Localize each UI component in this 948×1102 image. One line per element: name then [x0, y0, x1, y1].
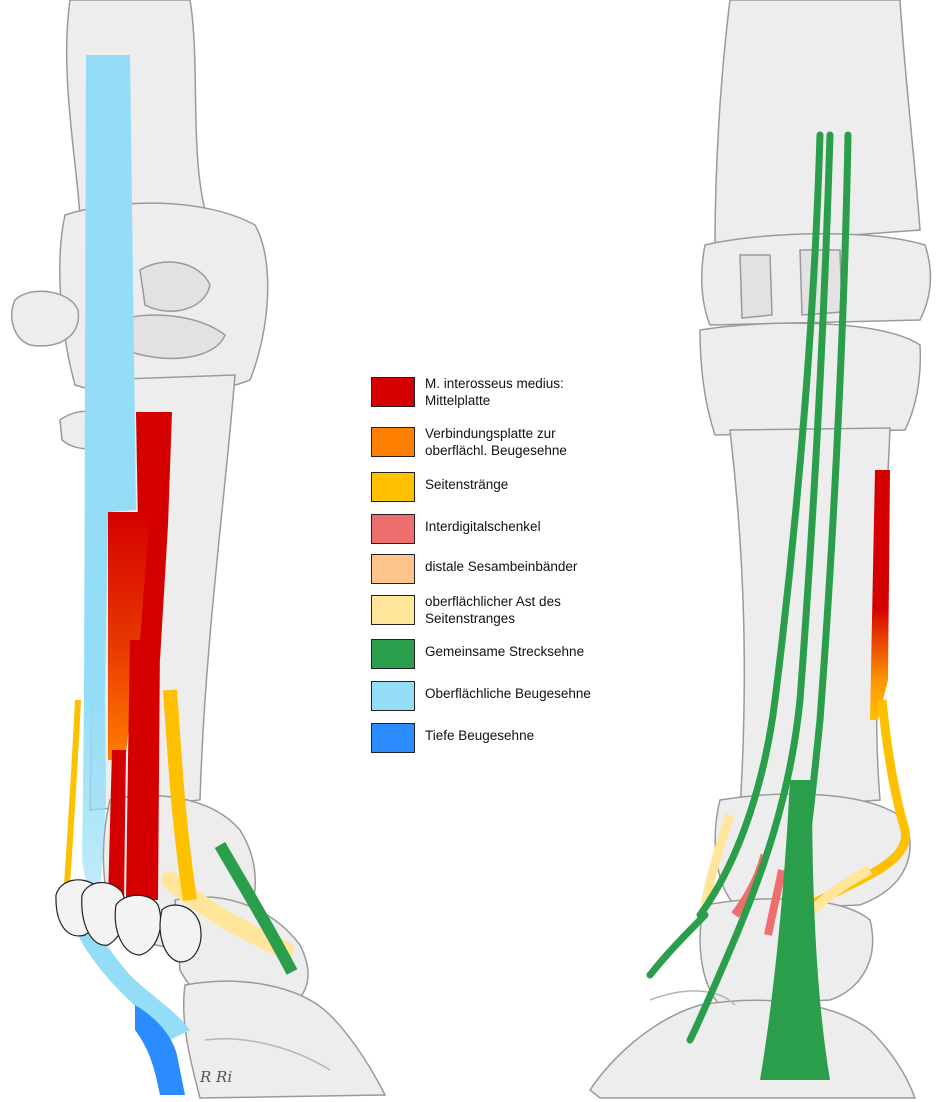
- legend-item-oberfl-beugesehne: Oberflächliche Beugesehne: [371, 679, 641, 715]
- legend-item-mittelplatte: M. interosseus medius: Mittelplatte: [371, 375, 641, 411]
- legend-item-tiefe-beugesehne: Tiefe Beugesehne: [371, 721, 641, 757]
- legend-item-strecksehne: Gemeinsame Strecksehne: [371, 637, 641, 673]
- legend-swatch: [371, 723, 415, 753]
- legend-swatch: [371, 595, 415, 625]
- legend-label: Seitenstränge: [425, 476, 635, 493]
- legend-swatch: [371, 554, 415, 584]
- legend-label: Oberflächliche Beugesehne: [425, 685, 635, 702]
- legend-item-verbindungsplatte: Verbindungsplatte zur oberflächl. Beuges…: [371, 425, 641, 461]
- legend-item-oberflaechlicher-ast: oberflächlicher Ast des Seitenstranges: [371, 593, 641, 629]
- legend-label: Verbindungsplatte zur oberflächl. Beuges…: [425, 425, 635, 459]
- legend-label: Tiefe Beugesehne: [425, 727, 635, 744]
- legend-item-sesambeinbaender: distale Sesambeinbänder: [371, 552, 641, 588]
- legend-label: Gemeinsame Strecksehne: [425, 643, 635, 660]
- legend-label: Interdigitalschenkel: [425, 518, 635, 535]
- legend-swatch: [371, 377, 415, 407]
- legend-label: M. interosseus medius: Mittelplatte: [425, 375, 635, 409]
- legend-item-seitenstraenge: Seitenstränge: [371, 470, 641, 506]
- legend-swatch: [371, 681, 415, 711]
- legend-swatch: [371, 472, 415, 502]
- artist-signature: R Ri: [200, 1068, 232, 1086]
- legend-label: oberflächlicher Ast des Seitenstranges: [425, 593, 635, 627]
- legend-label: distale Sesambeinbänder: [425, 558, 635, 575]
- legend-item-interdigitalschenkel: Interdigitalschenkel: [371, 512, 641, 548]
- legend-swatch: [371, 514, 415, 544]
- legend-swatch: [371, 427, 415, 457]
- legend-swatch: [371, 639, 415, 669]
